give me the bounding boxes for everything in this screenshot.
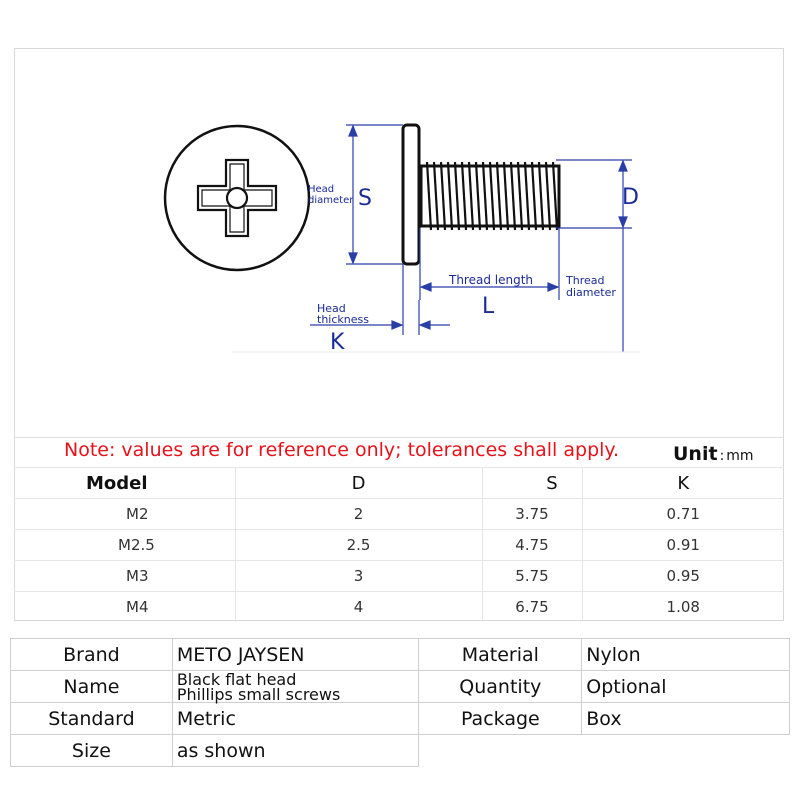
spec-row: Size as shown [10, 734, 790, 767]
package-label: Package [418, 702, 583, 735]
standard-value: Metric [171, 702, 420, 735]
s-dimension-label: S [358, 186, 372, 211]
cell-s: 5.75 [482, 560, 583, 592]
standard-label: Standard [10, 702, 173, 735]
table-row: M4 4 6.75 1.08 [14, 591, 784, 622]
brand-value: METO JAYSEN [171, 638, 420, 671]
material-label: Material [418, 638, 583, 671]
name-label: Name [10, 670, 173, 703]
cell-s: 6.75 [482, 591, 583, 622]
dimension-lines [310, 124, 632, 352]
header-model: Model [14, 467, 236, 499]
reference-note: Note: values are for reference only; tol… [64, 439, 619, 461]
thread-diameter-label-line1: Thread [565, 274, 604, 287]
d-dimension-label: D [622, 185, 639, 210]
k-dimension-label: K [330, 330, 345, 355]
unit-separator: : [719, 448, 725, 464]
cell-d: 2.5 [235, 529, 483, 561]
material-value: Nylon [581, 638, 790, 671]
size-label: Size [10, 734, 173, 767]
quantity-label: Quantity [418, 670, 583, 703]
package-value: Box [581, 702, 790, 735]
cell-k: 1.08 [582, 591, 784, 622]
table-row: M3 3 5.75 0.95 [14, 560, 784, 592]
unit-value: mm [726, 448, 754, 464]
spec-row: Brand METO JAYSEN Material Nylon [10, 638, 790, 671]
unit-indicator: Unit:mm [673, 443, 754, 465]
cell-model: M4 [14, 591, 236, 622]
dimension-table: Model D S K M2 2 3.75 0.71 M2.5 2.5 4.75… [14, 467, 784, 622]
size-value: as shown [171, 734, 420, 767]
thread-length-label: Thread length [448, 273, 533, 287]
specs-table: Brand METO JAYSEN Material Nylon Name Bl… [10, 638, 790, 767]
table-row: M2.5 2.5 4.75 0.91 [14, 529, 784, 561]
screw-head-top-view [163, 124, 311, 272]
name-value-line2: Phillips small screws [176, 684, 341, 704]
cell-d: 4 [235, 591, 483, 622]
screw-diagram: Head diameter S D Thread length L Thread… [163, 123, 640, 355]
l-dimension-label: L [482, 294, 495, 319]
header-k: K [582, 467, 784, 499]
cell-model: M2.5 [14, 529, 236, 561]
cell-d: 2 [235, 498, 483, 530]
head-thickness-label-line2: thickness [317, 313, 369, 326]
divider [14, 437, 784, 438]
head-diameter-label-line1: Head [308, 184, 334, 195]
header-s: S [502, 467, 603, 499]
unit-label: Unit [673, 443, 718, 465]
head-thickness-label-line1: Head [317, 302, 346, 315]
spec-row: Standard Metric Package Box [10, 702, 790, 735]
cell-d: 3 [235, 560, 483, 592]
table-header-row: Model D S K [14, 467, 784, 499]
cell-k: 0.95 [582, 560, 784, 592]
screw-side-view [401, 123, 561, 266]
cell-k: 0.71 [582, 498, 784, 530]
thread-diameter-label-line2: diameter [566, 286, 616, 299]
cell-k: 0.91 [582, 529, 784, 561]
cell-model: M2 [14, 498, 236, 530]
cell-s: 3.75 [482, 498, 583, 530]
cell-s: 4.75 [482, 529, 583, 561]
table-row: M2 2 3.75 0.71 [14, 498, 784, 530]
header-d: D [235, 467, 483, 499]
cell-model: M3 [14, 560, 236, 592]
brand-label: Brand [10, 638, 173, 671]
name-value-line1: Black flat head [176, 669, 297, 689]
head-diameter-label-line2: diameter [308, 195, 354, 206]
quantity-value: Optional [581, 670, 790, 703]
